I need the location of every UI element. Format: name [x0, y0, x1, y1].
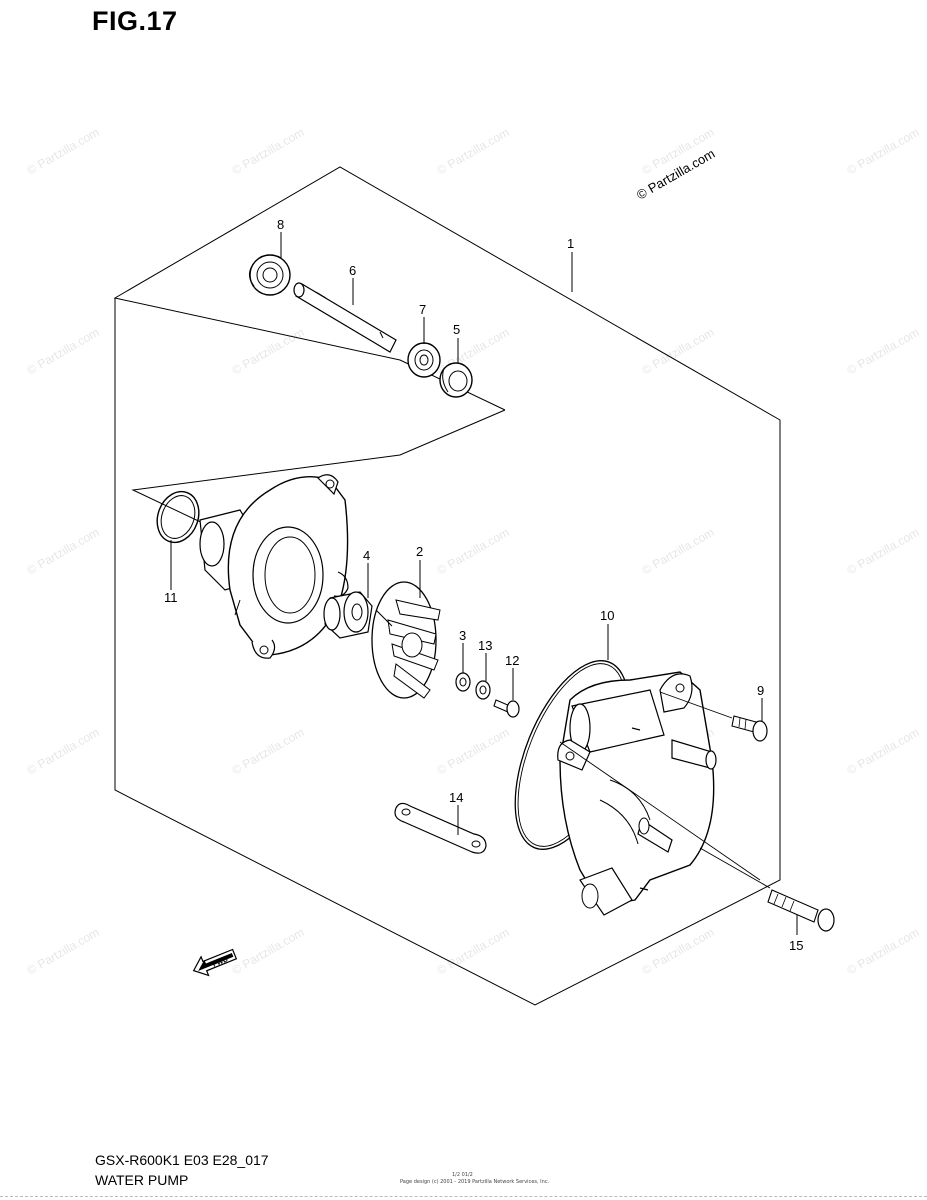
callout-9: 9 — [757, 683, 764, 698]
figure-code: GSX-R600K1 E03 E28_017 — [95, 1152, 269, 1168]
partzilla-watermark: © Partzilla.com — [845, 525, 922, 578]
partzilla-watermark: © Partzilla.com — [435, 725, 512, 778]
pump-cover — [557, 671, 717, 916]
callout-11: 11 — [164, 590, 178, 605]
partzilla-watermark: © Partzilla.com — [435, 525, 512, 578]
axis-line-housing-bolt — [559, 741, 761, 881]
callout-12: 12 — [505, 653, 519, 668]
partzilla-watermark: © Partzilla.com — [230, 925, 307, 978]
partzilla-watermark: © Partzilla.com — [25, 325, 102, 378]
figure-name: WATER PUMP — [95, 1172, 189, 1188]
partzilla-watermark: © Partzilla.com — [435, 925, 512, 978]
partzilla-watermark: © Partzilla.com — [230, 325, 307, 378]
callout-14: 14 — [449, 790, 463, 805]
assembly-outline — [131, 409, 506, 536]
assembly-boundary — [113, 166, 781, 1006]
callout-8: 8 — [277, 217, 284, 232]
axis-line-long-bolt — [699, 847, 771, 889]
callout-4: 4 — [363, 548, 370, 563]
leader-lines — [170, 232, 798, 935]
partzilla-watermark: © Partzilla.com — [25, 725, 102, 778]
part-13-washer — [475, 680, 491, 700]
page-number-tiny: 1/2 01/2 — [452, 1172, 473, 1178]
partzilla-watermark: © Partzilla.com — [845, 325, 922, 378]
part-7-bearing — [407, 342, 441, 378]
bottom-rule — [0, 1196, 927, 1197]
axis-line-cover-bolt — [659, 691, 733, 719]
partzilla-watermark: © Partzilla.com — [435, 125, 512, 178]
pump-housing — [199, 474, 349, 659]
partzilla-watermark: © Partzilla.com — [25, 925, 102, 978]
partzilla-watermark: © Partzilla.com — [640, 925, 717, 978]
part-11-o-ring — [156, 490, 200, 544]
partzilla-watermark: © Partzilla.com — [640, 325, 717, 378]
callout-15: 15 — [789, 938, 803, 953]
callout-6: 6 — [349, 263, 356, 278]
part-8-bearing — [248, 254, 291, 296]
part-14-clamp — [394, 802, 487, 854]
callout-labels: 1 2 3 4 5 6 7 8 9 10 11 12 13 14 15 — [164, 217, 803, 953]
part-6-shaft — [293, 282, 397, 353]
part-2-impeller — [371, 581, 441, 699]
callout-1: 1 — [567, 236, 574, 251]
partzilla-watermark: © Partzilla.com — [25, 125, 102, 178]
copyright-tiny: Page design (c) 2001 - 2019 Partzilla Ne… — [400, 1179, 550, 1185]
fwd-arrow-icon: FWD — [192, 948, 238, 977]
callout-5: 5 — [453, 322, 460, 337]
part-9-bolt — [731, 715, 768, 742]
part-15-bolt — [767, 889, 835, 932]
partzilla-watermark: © Partzilla.com — [845, 725, 922, 778]
callout-13: 13 — [478, 638, 492, 653]
part-5-seal — [439, 362, 473, 398]
partzilla-watermark: © Partzilla.com — [845, 925, 922, 978]
callout-3: 3 — [459, 628, 466, 643]
part-12-bolt — [493, 699, 520, 718]
partzilla-watermark: © Partzilla.com — [25, 525, 102, 578]
part-4-mechanical-seal — [323, 591, 373, 639]
callout-10: 10 — [600, 608, 614, 623]
part-3-washer — [455, 672, 471, 692]
partzilla-watermark: © Partzilla.com — [640, 525, 717, 578]
partzilla-watermark: © Partzilla.com — [230, 125, 307, 178]
partzilla-watermark: © Partzilla.com — [230, 725, 307, 778]
figure-title: FIG.17 — [92, 6, 178, 36]
callout-2: 2 — [416, 544, 423, 559]
callout-7: 7 — [419, 302, 426, 317]
partzilla-watermark: © Partzilla.com — [845, 125, 922, 178]
